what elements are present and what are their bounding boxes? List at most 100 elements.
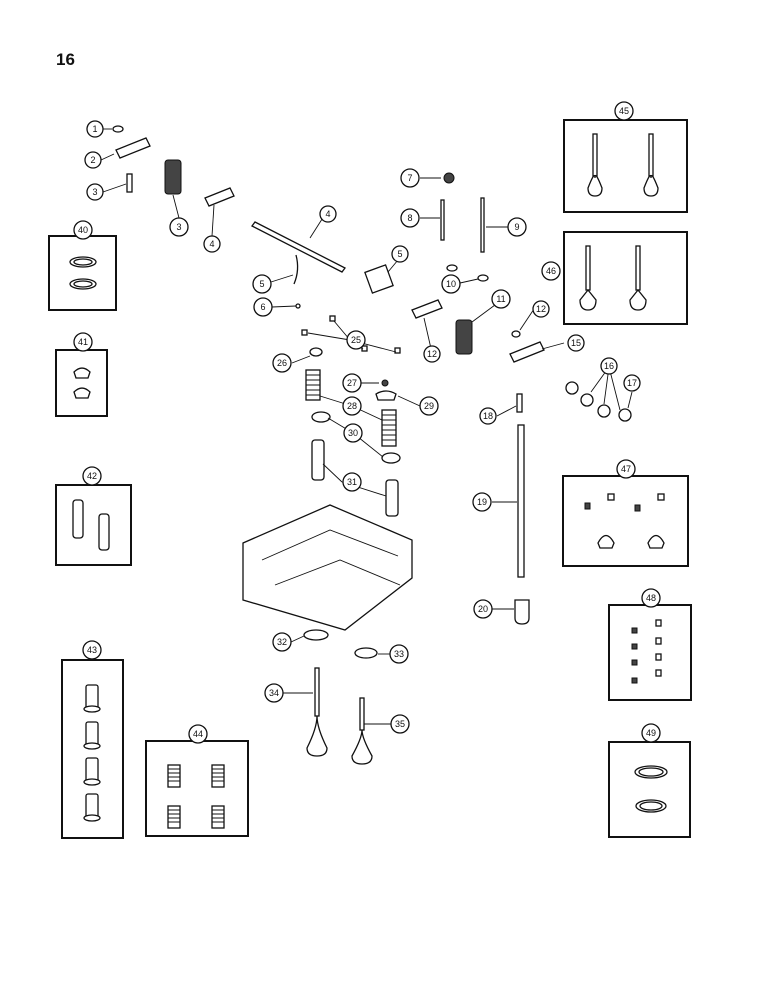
svg-text:30: 30 (348, 428, 358, 438)
callout-49: 48 (641, 588, 661, 608)
callout-2: 15 (567, 334, 585, 352)
svg-text:17: 17 (627, 378, 637, 388)
svg-text:4: 4 (325, 209, 330, 219)
callout-8: 16 (600, 357, 618, 375)
svg-text:4: 4 (209, 239, 214, 249)
callout-42: 49 (641, 723, 661, 743)
callout-1: 2 (84, 151, 102, 169)
callout-25: 35 (390, 714, 410, 734)
callout-4: 3 (86, 183, 104, 201)
callout-3b: 12 (423, 345, 441, 363)
callout-46: 44 (188, 724, 208, 744)
callout-5: 1 (86, 120, 104, 138)
callout-12b: 11 (491, 289, 511, 309)
svg-text:25: 25 (351, 335, 361, 345)
svg-text:34: 34 (269, 688, 279, 698)
callout-3: 4 (203, 235, 221, 253)
svg-text:46: 46 (546, 266, 556, 276)
callout-40: 43 (82, 640, 102, 660)
callout-17: 10 (441, 274, 461, 294)
callout-9: 17 (623, 374, 641, 392)
kit-box-46 (145, 740, 249, 837)
svg-text:10: 10 (446, 279, 456, 289)
callout-28: 34 (264, 683, 284, 703)
svg-text:20: 20 (478, 604, 488, 614)
svg-text:31: 31 (347, 477, 357, 487)
svg-text:1: 1 (92, 124, 97, 134)
svg-text:3: 3 (176, 222, 181, 232)
callout-32: 28 (342, 396, 362, 416)
callout-20: 20 (473, 599, 493, 619)
callout-10: 5 (252, 274, 272, 294)
callout-43: 42 (82, 466, 102, 486)
svg-text:27: 27 (347, 378, 357, 388)
svg-text:44: 44 (193, 729, 203, 739)
svg-text:9: 9 (514, 222, 519, 232)
svg-text:7: 7 (407, 173, 412, 183)
kit-box-45 (48, 235, 117, 311)
kit-box-48 (562, 475, 689, 567)
svg-text:28: 28 (347, 401, 357, 411)
kit-box-44 (563, 119, 688, 213)
svg-text:40: 40 (78, 225, 88, 235)
kit-box-47 (55, 349, 108, 417)
callout-30: 27 (342, 373, 362, 393)
callout-5b: 12 (532, 300, 550, 318)
svg-text:5: 5 (397, 249, 402, 259)
kit-box-41 (563, 231, 688, 325)
callout-18: 7 (400, 168, 420, 188)
svg-text:43: 43 (87, 645, 97, 655)
callout-47: 41 (73, 332, 93, 352)
callout-45: 40 (73, 220, 93, 240)
svg-text:32: 32 (277, 637, 287, 647)
kit-box-49 (608, 604, 692, 701)
svg-text:41: 41 (78, 337, 88, 347)
callout-4b: 18 (479, 407, 497, 425)
svg-text:12: 12 (536, 304, 546, 314)
callout-33: 29 (419, 396, 439, 416)
page-number: 16 (56, 50, 75, 69)
svg-text:18: 18 (483, 411, 493, 421)
callout-31: 30 (343, 423, 363, 443)
svg-text:47: 47 (621, 464, 631, 474)
callout-26: 33 (389, 644, 409, 664)
callout-11: 6 (253, 297, 273, 317)
callout-48: 47 (616, 459, 636, 479)
svg-text:48: 48 (646, 593, 656, 603)
svg-text:12: 12 (427, 349, 437, 359)
callout-35: 25 (346, 330, 366, 350)
callout-19: 19 (472, 492, 492, 512)
svg-text:35: 35 (395, 719, 405, 729)
valve-train-parts (242, 315, 413, 765)
callout-16: 8 (400, 208, 420, 228)
callout-15: 9 (507, 217, 527, 237)
callout-44: 45 (614, 101, 634, 121)
svg-text:3: 3 (92, 187, 97, 197)
kit-box-40 (61, 659, 124, 839)
svg-text:49: 49 (646, 728, 656, 738)
rocker-arm-parts (112, 125, 632, 625)
callouts: 1 2 3 3 4 4 5 5 6 7 8 9 10 11 12 12 15 1… (73, 101, 661, 744)
callout-41: 46 (541, 261, 561, 281)
svg-text:11: 11 (496, 294, 505, 304)
svg-text:8: 8 (407, 213, 412, 223)
svg-text:29: 29 (424, 401, 434, 411)
callout-27: 31 (342, 472, 362, 492)
svg-text:15: 15 (571, 338, 581, 348)
kit-box-43 (55, 484, 132, 566)
callout-29: 32 (272, 632, 292, 652)
svg-text:6: 6 (260, 302, 265, 312)
svg-text:19: 19 (477, 497, 487, 507)
svg-text:2: 2 (90, 155, 95, 165)
svg-text:33: 33 (394, 649, 404, 659)
callout-6: 4 (319, 205, 337, 223)
callout-7: 5 (391, 245, 409, 263)
svg-text:16: 16 (604, 361, 614, 371)
svg-text:45: 45 (619, 106, 629, 116)
callout-12: 3 (169, 217, 189, 237)
svg-text:26: 26 (277, 358, 287, 368)
callout-34: 26 (272, 353, 292, 373)
svg-text:5: 5 (259, 279, 264, 289)
kit-box-42 (608, 741, 691, 838)
